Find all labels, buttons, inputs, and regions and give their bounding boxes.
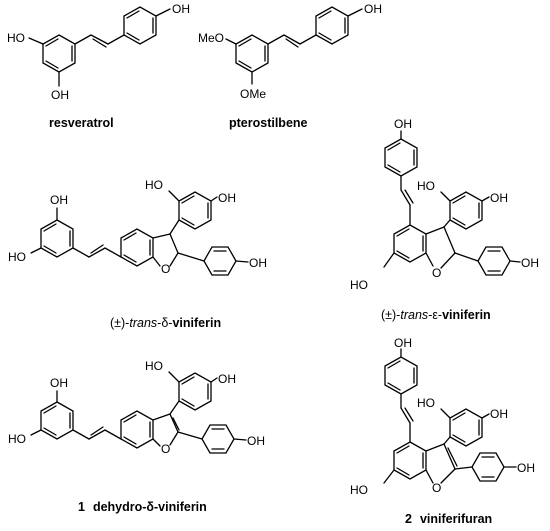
compound-name: viniferin	[442, 308, 491, 322]
hydroxyl-label: OH	[394, 117, 412, 131]
compound-number: 1	[78, 500, 85, 514]
hydroxyl-label: HO	[145, 178, 163, 192]
hydroxyl-label: OH	[218, 372, 236, 386]
hydroxyl-label: OH	[249, 256, 267, 270]
trans-descriptor: trans	[129, 316, 157, 330]
hydroxyl-label: OH	[218, 191, 236, 205]
hydroxyl-label: HO	[145, 359, 163, 373]
isomer-descriptor: -ε-	[428, 308, 442, 322]
hydroxyl-label: HO	[417, 396, 435, 410]
furan-oxygen-label: O	[161, 262, 170, 276]
dehydro-delta-viniferin-structure: OH HO HO OH O OH	[8, 359, 265, 456]
hydroxyl-label: OH	[394, 336, 412, 350]
hydroxyl-label: OH	[517, 461, 535, 475]
hydroxyl-label: OH	[490, 191, 508, 205]
compound-name: dehydro-δ-viniferin	[93, 500, 207, 514]
hydroxyl-label: OH	[364, 2, 382, 16]
label-compound-1: 1 dehydro-δ-viniferin	[78, 500, 207, 514]
hydroxyl-label: HO	[350, 278, 368, 292]
hydroxyl-label: OH	[50, 376, 68, 390]
trans-epsilon-viniferin-structure: OH HO OH HO O OH	[350, 117, 539, 292]
isomer-descriptor: -δ-	[157, 316, 172, 330]
furan-oxygen-label: O	[161, 442, 170, 456]
label-trans-delta-viniferin: (±)-trans-δ-viniferin	[110, 316, 221, 330]
hydroxyl-label: HO	[350, 483, 368, 497]
hydroxyl-label: OH	[51, 88, 69, 102]
hydroxyl-label: HO	[8, 250, 26, 264]
hydroxyl-label: HO	[7, 31, 25, 45]
hydroxyl-label: HO	[417, 179, 435, 193]
trans-delta-viniferin-structure: OH HO HO OH O OH	[8, 178, 267, 276]
hydroxyl-label: OH	[50, 193, 68, 207]
stereo-prefix: (±)-	[110, 316, 129, 330]
stereo-prefix: (±)-	[381, 308, 400, 322]
viniferifuran-structure: OH HO OH HO O OH	[350, 336, 535, 497]
label-trans-epsilon-viniferin: (±)-trans-ε-viniferin	[381, 308, 491, 322]
methoxy-label: MeO	[198, 31, 224, 45]
methoxy-label: OMe	[240, 87, 266, 101]
furan-oxygen-label: O	[432, 481, 441, 495]
compound-number: 2	[405, 512, 412, 526]
compound-name: viniferifuran	[420, 512, 492, 526]
label-compound-2: 2 viniferifuran	[405, 512, 492, 526]
hydroxyl-label: OH	[172, 2, 190, 16]
hydroxyl-label: OH	[521, 256, 539, 270]
hydroxyl-label: OH	[247, 434, 265, 448]
resveratrol-structure: HO OH OH	[7, 2, 190, 102]
label-pterostilbene: pterostilbene	[229, 116, 308, 130]
furan-oxygen-label: O	[432, 266, 441, 280]
label-resveratrol: resveratrol	[49, 116, 114, 130]
compound-name: viniferin	[172, 316, 221, 330]
pterostilbene-structure: MeO OMe OH	[198, 2, 382, 101]
hydroxyl-label: HO	[8, 432, 26, 446]
hydroxyl-label: OH	[490, 407, 508, 421]
trans-descriptor: trans	[400, 308, 428, 322]
